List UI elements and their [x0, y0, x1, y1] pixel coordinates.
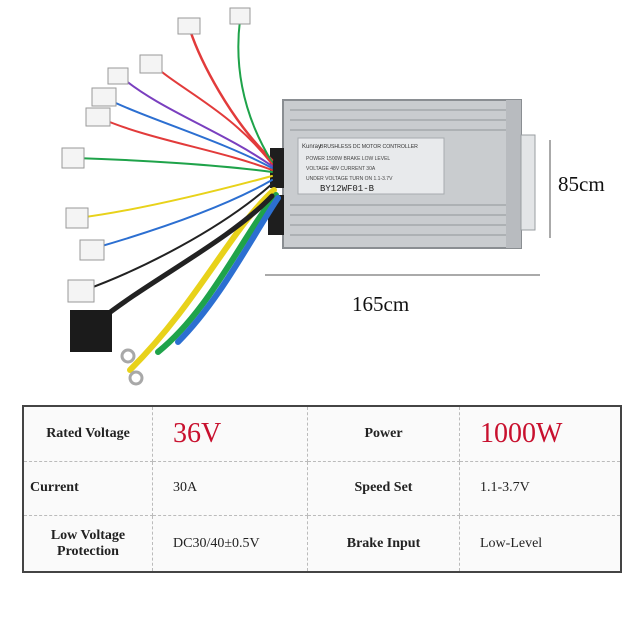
spec-table: Rated Voltage 36V Power 1000W Current 30…: [22, 405, 622, 573]
width-dimension-label: 165cm: [352, 292, 410, 316]
low-voltage-label-line-1: Low Voltage: [50, 527, 126, 543]
ring-terminal-left: [120, 348, 136, 364]
low-voltage-protection-value: DC30/40±0.5V: [153, 516, 308, 571]
power-value: 1000W: [460, 407, 620, 462]
dimension-lines: [265, 140, 551, 276]
speed-set-label: Speed Set: [308, 461, 460, 517]
current-label: Current: [24, 461, 153, 517]
rated-voltage-value: 36V: [153, 407, 308, 462]
brake-input-label: Brake Input: [308, 516, 460, 571]
black-plug: [70, 310, 112, 352]
height-dimension-label: 85cm: [558, 172, 605, 196]
controller-photo: Kunray BRUSHLESS DC MOTOR CONTROLLER POW…: [61, 7, 551, 386]
controller-model: BY12WF01-B: [320, 184, 375, 194]
rated-voltage-label: Rated Voltage: [24, 407, 153, 462]
power-label: Power: [308, 407, 460, 462]
brake-input-value: Low-Level: [480, 535, 543, 551]
controller-line-4: UNDER VOLTAGE TURN ON 1.1-3.7V: [306, 176, 393, 182]
controller-line-1: BRUSHLESS DC MOTOR CONTROLLER: [320, 144, 418, 150]
current-value: 30A: [153, 461, 308, 517]
speed-set-value: 1.1-3.7V: [460, 462, 620, 517]
controller-brand: Kunray: [302, 144, 321, 150]
controller-line-3: VOLTAGE 48V CURRENT 30A: [306, 166, 376, 172]
low-voltage-label-line-2: Protection: [57, 543, 119, 559]
controller-box: Kunray BRUSHLESS DC MOTOR CONTROLLER POW…: [268, 99, 536, 249]
controller-line-2: POWER 1500W BRAKE LOW LEVEL: [306, 156, 390, 162]
ring-terminal-right: [128, 370, 144, 386]
connectors: [61, 7, 251, 303]
